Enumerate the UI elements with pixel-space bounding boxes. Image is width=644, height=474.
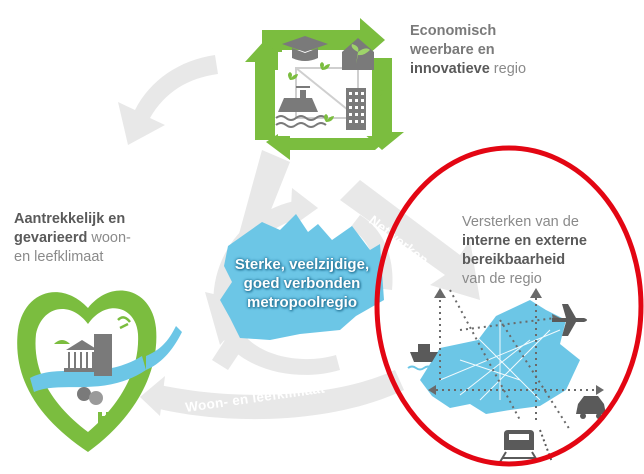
living-line-2-bold: gevarieerd	[14, 230, 88, 246]
sprout-icons	[288, 62, 384, 122]
theatre-mask-icon	[77, 387, 91, 401]
car-wheel	[580, 413, 586, 419]
green-arrow-right	[362, 58, 404, 150]
theatre-mask-icon-2	[89, 391, 103, 405]
arrow-woon-head	[140, 376, 165, 416]
arrow-top-arc	[118, 55, 218, 145]
heart-group	[17, 290, 182, 452]
building-windows	[349, 92, 364, 123]
economy-line-3-rest: regio	[489, 61, 527, 77]
economy-square	[245, 18, 404, 160]
center-line-3: metropoolregio	[246, 294, 357, 311]
arrow-woon-leef	[155, 370, 404, 420]
arrow-heads	[428, 288, 604, 395]
network-lines	[439, 320, 561, 401]
living-caption: Aantrekkelijk en gevarieerd woon- en lee…	[14, 210, 131, 267]
center-line-2: goed verbonden	[243, 275, 361, 292]
green-arrow-left	[245, 40, 285, 140]
highlight-ellipse	[374, 145, 644, 467]
economy-line-2: weerbare en	[410, 42, 495, 58]
train-window	[509, 434, 529, 440]
skyscraper-icon	[94, 334, 112, 376]
umbrella-icon	[54, 340, 70, 352]
ship-icon-right	[410, 344, 438, 362]
economy-line-3-bold: innovatieve	[410, 61, 490, 77]
lower-left-ring	[212, 340, 240, 370]
accessibility-line-2: interne en externe	[462, 233, 587, 249]
car-icon	[576, 396, 606, 414]
arrow-netwerken	[340, 180, 480, 300]
heart-river-ext	[146, 326, 182, 370]
accessibility-line-4: van de regio	[462, 271, 542, 287]
metropool-shape	[220, 214, 384, 340]
living-line-1: Aantrekkelijk en	[14, 211, 126, 227]
heart-river	[30, 356, 146, 392]
dotted-network	[430, 289, 600, 431]
graduation-cap-icon	[282, 36, 328, 61]
economy-caption: Economisch weerbare en innovatieve regio	[410, 22, 526, 79]
water-waves-icon-right	[407, 365, 441, 371]
economy-line-1: Economisch	[410, 23, 497, 39]
cyclist-icon	[117, 316, 131, 330]
accessibility-caption: Versterken van de interne en externe ber…	[462, 213, 587, 289]
castle-icon	[98, 412, 110, 428]
living-line-2-rest: woon-	[87, 230, 131, 246]
airplane-icon	[552, 304, 587, 336]
ship-icon	[278, 86, 318, 112]
center-line-1: Sterke, veelzijdige,	[234, 256, 370, 273]
living-line-3: en leefklimaat	[14, 249, 104, 265]
accessibility-line-1: Versterken van de	[462, 214, 579, 230]
sprout-in-house-icon	[351, 44, 370, 64]
rail-track-diagonal	[539, 429, 553, 463]
water-waves-icon	[275, 115, 327, 128]
center-caption: Sterke, veelzijdige, goed verbonden metr…	[218, 255, 386, 312]
accessibility-line-3: bereikbaarheid	[462, 252, 566, 268]
museum-icon	[64, 340, 98, 372]
green-arrow-bottom	[266, 126, 382, 160]
